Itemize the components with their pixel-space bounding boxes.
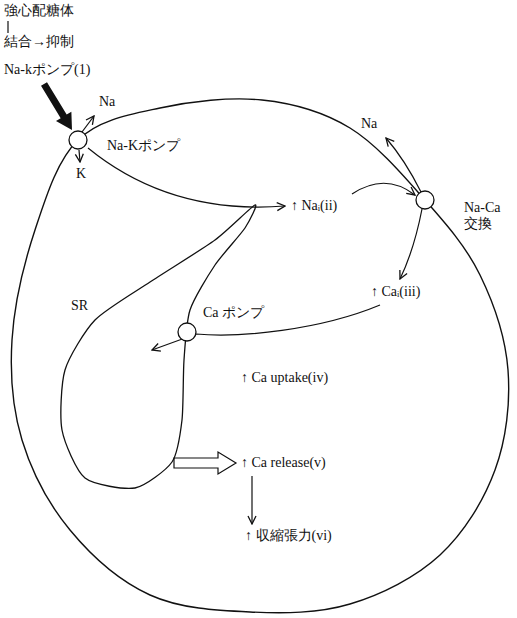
- sarcoplasmic-reticulum: SR: [50, 195, 270, 495]
- cell-membrane: [11, 99, 508, 613]
- annotation-label: ↑ Caᵢ(iii): [370, 284, 421, 300]
- release-arrow: [174, 452, 236, 474]
- flow-arrow: [79, 150, 80, 162]
- flow-arrow: [400, 209, 422, 279]
- pump-symbol: Na-Kポンプ: [69, 131, 87, 149]
- node-outline: [178, 323, 196, 341]
- node-label: Ca ポンプ: [202, 305, 265, 321]
- node-outline: [416, 191, 434, 209]
- flow-arrow: [82, 116, 94, 132]
- annotation-label: Na-kポンプ(1): [3, 62, 91, 78]
- flow-arrow: [352, 183, 415, 195]
- annotation-label: ↑ 収縮張力(vi): [244, 528, 333, 544]
- annotation-label: ↑ Ca release(v): [240, 455, 327, 471]
- transporter-circle: [416, 191, 434, 209]
- annotation-label: Na: [98, 94, 116, 110]
- node-outline: [50, 195, 270, 495]
- annotation-label: ↑ Naᵢ(ii): [290, 198, 338, 214]
- flow-arrow: [251, 476, 252, 524]
- flow-arrow: [152, 305, 380, 350]
- sr-outline: [61, 205, 256, 488]
- node-label: SR: [70, 298, 89, 314]
- annotation-label: ↑ Ca uptake(iv): [240, 370, 329, 386]
- node-label: Na-Ca 交換: [463, 200, 507, 232]
- inhibition-arrow: [41, 82, 72, 130]
- annotation-label: K: [75, 166, 87, 182]
- annotation-label: 強心配糖体: [3, 3, 75, 19]
- annotation-label: Na: [360, 116, 378, 132]
- flow-arrow: [88, 148, 285, 207]
- flow-arrow: [386, 138, 421, 192]
- leader-line: [7, 21, 8, 33]
- node-label: Na-Kポンプ: [106, 138, 181, 154]
- pump-symbol: Ca ポンプ: [178, 323, 196, 341]
- annotation-label: 結合→抑制: [3, 34, 75, 50]
- transporter-circle: [69, 131, 87, 149]
- transporter-circle: [178, 323, 196, 341]
- node-outline: [69, 131, 87, 149]
- exchanger-symbol: Na-Ca 交換: [416, 191, 434, 209]
